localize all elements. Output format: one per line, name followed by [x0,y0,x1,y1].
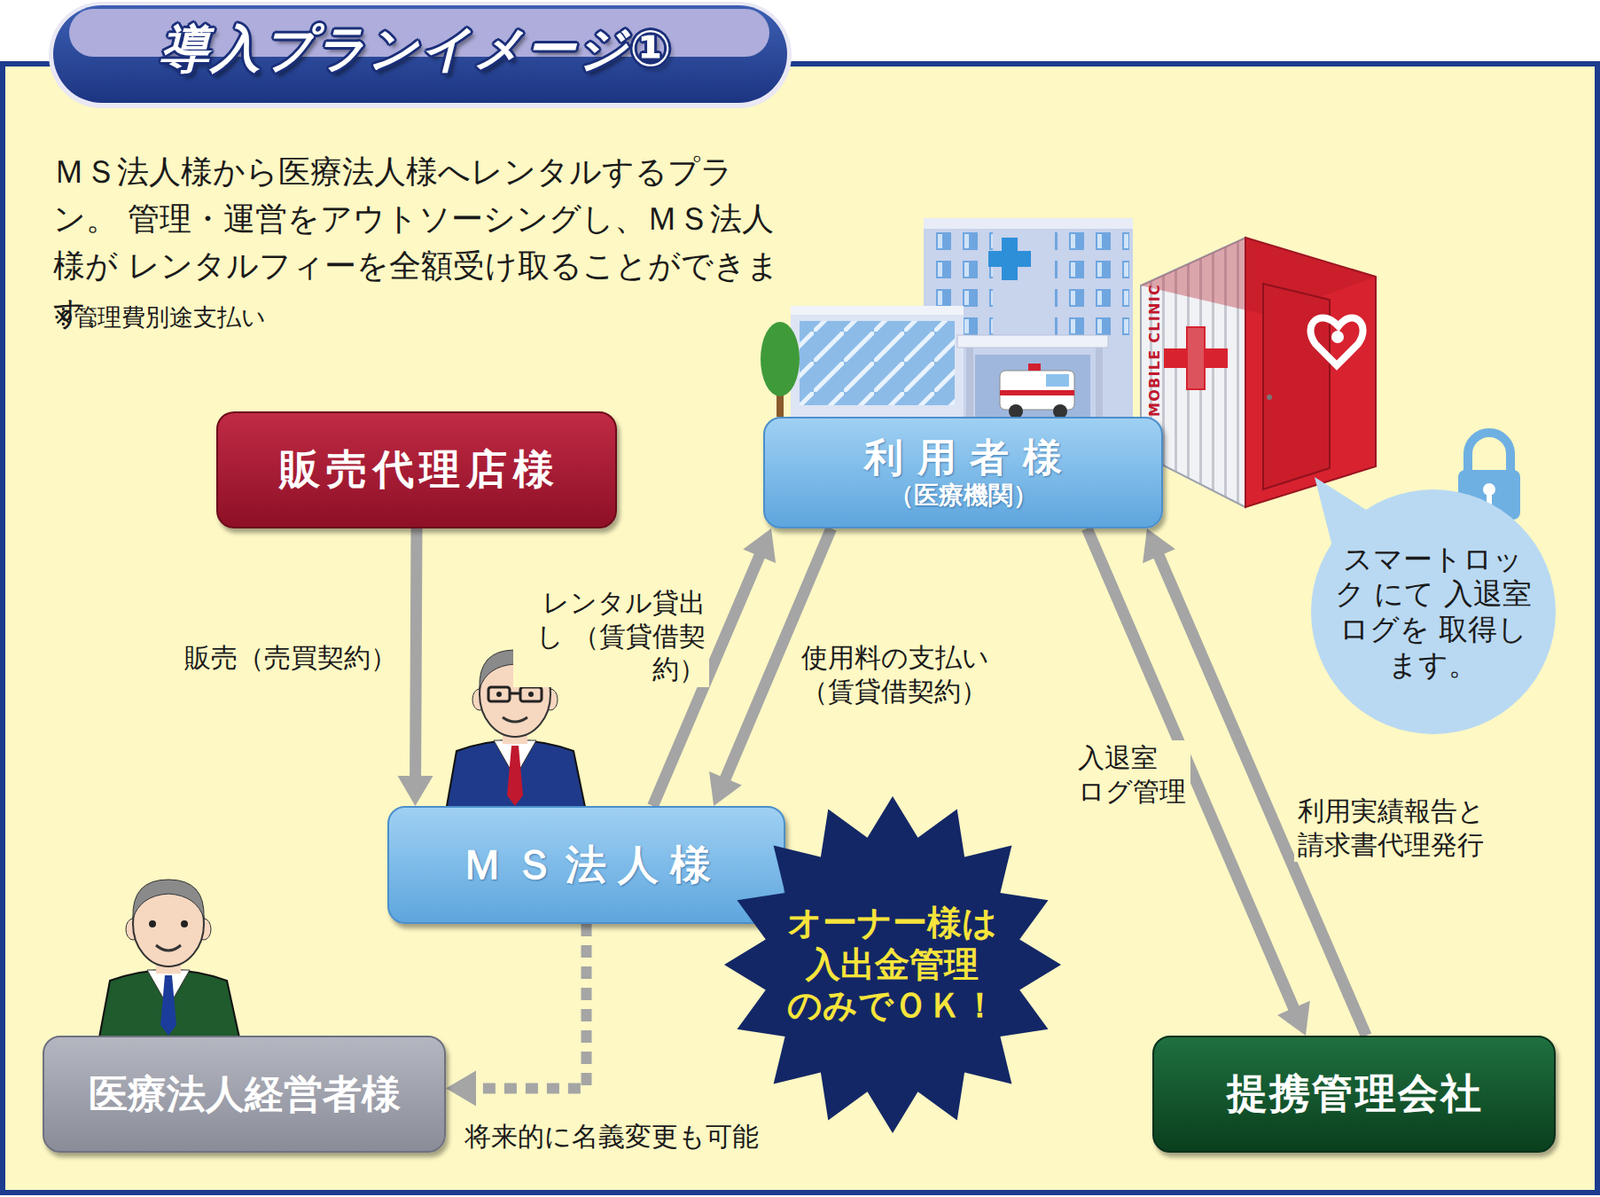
page-title: 導入プランイメージ① [79,15,754,84]
businessman-figure-part [148,920,157,928]
businessman-figure-part [488,686,510,702]
edge-label: 入退室 ログ管理 [1074,740,1191,809]
hospital-part [923,218,1133,229]
starburst-outline [724,796,1062,1133]
title-tab-part [53,5,788,103]
hospital-part [999,370,1075,410]
node-text: オーナー様は 入出金管理 のみでＯＫ！ [787,902,999,1027]
speech-bubble: スマートロック にて 入退室ログを 取得します。 [1311,489,1556,734]
process-box: 販売代理店様 [216,411,617,529]
businessman-figure-part [496,691,502,697]
hospital-part [1095,347,1103,419]
arrow-shaft [474,923,587,1088]
businessman-figure-part [509,692,521,695]
hospital-part [1028,363,1041,371]
mobile-clinic-container-part [1186,326,1206,391]
businessman-figure-part [528,691,534,697]
hospital [760,218,1133,419]
edge-label: 使用料の支払い （賃貸借契約） [797,640,994,709]
mobile-clinic-container-part [1310,317,1363,366]
businessman-figure-part [156,944,181,951]
node-text: 医療法人経営者様 [88,1068,401,1121]
businessman-figure-part [520,686,542,702]
mobile-clinic-container [1140,237,1376,508]
businessman-figure-part [502,717,528,722]
mobile-clinic-container-part [1331,330,1344,344]
arrow-head [1142,528,1176,563]
mobile-clinic-container-part [1187,327,1204,389]
businessman-figure-part [132,879,204,919]
edge-label: 利用実績報告と 請求書代理発行 [1294,793,1491,862]
frame [2,63,1598,1193]
edge-label: レンタル貸出し （賃貸借契約） [513,585,710,687]
node-text: 販売代理店様 [273,442,561,498]
bubble-circle [1311,489,1556,734]
edge-label: 将来的に名義変更も可能 [460,1118,763,1155]
arrow-shaft [415,528,417,778]
hospital-part [975,354,1091,419]
process-box: ＭＳ法人様 [387,805,786,924]
title-tab-part [48,1,792,109]
node-text: 提携管理会社 [1224,1066,1483,1122]
hospital-part [957,335,1109,348]
node-text: スマートロック にて 入退室ログを 取得します。 [1329,541,1538,682]
hospital-part [799,320,955,406]
title-tab [48,1,792,109]
hospital-part [966,347,974,419]
businessman-figure-part [180,920,188,928]
starburst: オーナー様は 入出金管理 のみでＯＫ！ [724,796,1062,1133]
arrow-head [398,775,434,806]
hospital-part [790,305,964,315]
arrow-connector [398,528,434,806]
text-label: ※管理費別途支払い [53,301,266,334]
node-text: 利用者様 [850,435,1076,481]
hospital-part [1045,374,1070,387]
arrow-head [445,1069,477,1106]
arrow-connector [445,923,587,1106]
businessman-figure [99,879,240,1038]
arrow-head [742,528,776,563]
node-text: ＭＳ法人様 [450,837,723,893]
text-label: MOBILE CLINIC [1146,283,1163,417]
hospital-part [999,390,1075,396]
process-box: 提携管理会社 [1152,1035,1556,1153]
hospital-part [790,305,964,419]
process-box: 医療法人経営者様 [42,1035,446,1153]
hospital-part [988,250,1031,267]
node-text: （医療機関） [889,480,1039,511]
businessman-figure-part [507,745,523,806]
edge-label: 販売（売買契約） [180,640,401,676]
arrow-head [709,771,742,806]
hospital-part [1054,232,1130,339]
mobile-clinic-container-part [1266,394,1273,400]
process-box: 利用者様（医療機関） [763,416,1163,529]
hospital-part [760,321,800,397]
mobile-clinic-container-part [1140,237,1376,316]
businessman-figure-part [160,975,177,1036]
frame-part [2,63,1598,1193]
businessman-figure-part [445,740,586,812]
smart-lock-icon-part [1467,432,1511,472]
businessman-figure-part [99,969,240,1038]
arrow-head [1277,1000,1311,1036]
